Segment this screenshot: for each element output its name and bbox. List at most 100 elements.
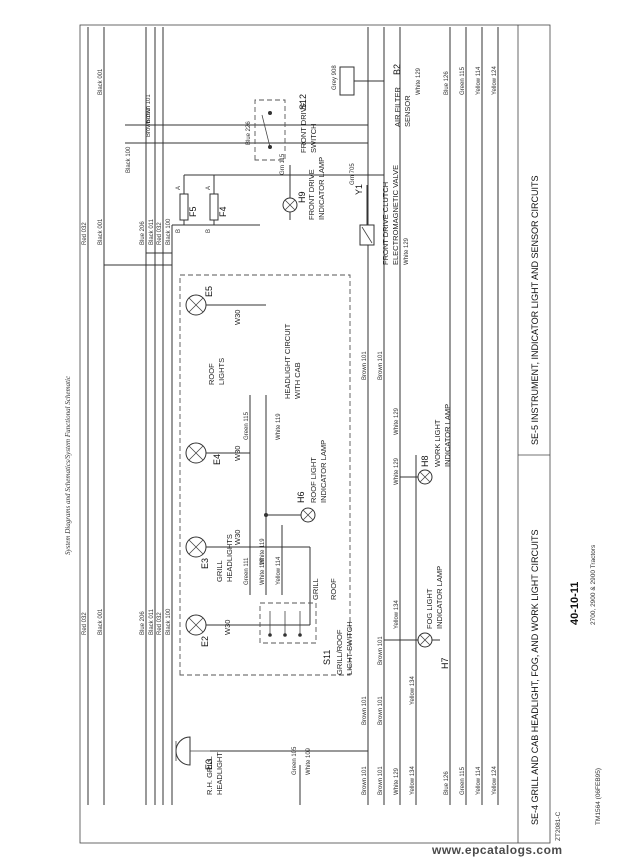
h6-label1: ROOF LIGHT	[309, 457, 318, 503]
wire-blue206-top: Blue 206	[140, 221, 146, 245]
cab-box-label1: HEADLIGHT CIRCUIT	[283, 323, 292, 399]
wire-brown101-c: Brown 101	[362, 351, 368, 380]
h9-label1: FRONT DRIVE	[307, 169, 316, 220]
grill-headlights-e3	[185, 536, 230, 558]
roof-light-e4	[185, 442, 230, 464]
wire-black011-top: Black 011	[149, 218, 155, 245]
roof-lights-label1: ROOF	[207, 363, 216, 385]
grill-headlights-label2: HEADLIGHTS	[225, 534, 234, 582]
s11-code: S11	[322, 650, 332, 665]
s12-label2: SWITCH	[309, 123, 318, 153]
h6-code: H6	[296, 491, 306, 503]
grill-headlights-ground: W30	[233, 530, 242, 545]
wire-yellow114-b: Yellow 114	[476, 66, 482, 95]
s11-label2: LIGHT SWITCH	[345, 621, 354, 675]
h9-label2: INDICATOR LAMP	[317, 157, 326, 220]
wire-brown101-d: Brown 101	[378, 351, 384, 380]
wire-white129-d: White 129	[404, 237, 410, 265]
top-buses	[87, 27, 173, 805]
wire-brown101-g: Brown 101	[362, 696, 368, 725]
fuse-f5-code: F5	[188, 206, 198, 217]
wire-white129-b: White 129	[416, 67, 422, 95]
roof-light-indicator-h6	[266, 507, 316, 523]
headlight-cab-box	[179, 274, 351, 676]
fuse-f5	[179, 193, 189, 221]
front-drive-clutch-valve-y1	[359, 185, 375, 246]
wire-yellow134-b: Yellow 134	[410, 676, 416, 705]
wire-grn115: Grn 115	[280, 153, 286, 175]
y1-code: Y1	[354, 184, 364, 195]
wire-white129-e: White 129	[394, 457, 400, 485]
e3-code: E3	[204, 759, 214, 770]
cab-box-label2: WITH CAB	[293, 362, 302, 399]
wire-grn705: Grn 705	[350, 163, 356, 185]
e2-ground: W30	[223, 620, 232, 635]
wire-yellow134-a: Yellow 134	[410, 766, 416, 795]
wire-brown101-b: Brown 101	[378, 766, 384, 795]
wire-black100-fuse: Black 100	[126, 146, 132, 173]
wire-blue126-b: Blue 126	[444, 71, 450, 95]
fuse-block	[172, 174, 260, 226]
wire-white129-c: White 129	[394, 407, 400, 435]
fuse-a-top: A	[176, 186, 182, 190]
sheet-border	[79, 24, 551, 844]
wire-red032-left2: Red 032	[157, 612, 163, 635]
front-drive-switch-s12	[254, 99, 286, 161]
wire-green115-b: Green 115	[460, 66, 466, 95]
e5-code: E5	[204, 286, 214, 297]
wire-green115-a: Green 115	[460, 766, 466, 795]
h6-label2: INDICATOR LAMP	[319, 440, 328, 503]
wire-brown101-a: Brown 101	[362, 766, 368, 795]
se4-title: SE-4 GRILL AND CAB HEADLIGHT, FOG, AND W…	[530, 529, 540, 825]
lower-buses	[399, 27, 499, 805]
wire-white129-a: White 129	[394, 767, 400, 795]
b2-label2: SENSOR	[403, 95, 412, 127]
e5-ground: W30	[233, 310, 242, 325]
wire-brown101-e: Brown 101	[146, 108, 152, 137]
e4-code: E4	[212, 454, 222, 465]
wire-black011-left: Black 011	[149, 608, 155, 635]
front-drive-indicator-h9	[282, 165, 298, 220]
fuse-f4	[209, 193, 219, 221]
h8-label1: WORK LIGHT	[433, 419, 442, 467]
wire-green105: Green 105	[292, 746, 298, 775]
h7-code: H7	[440, 657, 450, 669]
h9-code: H9	[297, 191, 307, 203]
b2-label1: AIR FILTER	[393, 87, 402, 127]
wire-white119-c: White 119	[260, 538, 266, 565]
wire-black001-top: Black 001	[98, 218, 104, 245]
wire-brown101-i: Brown 101	[378, 636, 384, 665]
h8-code: H8	[420, 455, 430, 467]
figure-id: ZT2081-C	[555, 811, 562, 841]
fuse-f4-code: F4	[218, 206, 228, 217]
wire-yellow114-c: Yellow 114	[276, 556, 282, 585]
h7-label1: FOG LIGHT	[425, 588, 434, 629]
wire-blue126-a: Blue 126	[444, 771, 450, 795]
wire-blue206-left: Blue 206	[140, 611, 146, 635]
air-filter-sensor-b2	[339, 66, 384, 96]
wire-red032-top2: Red 032	[157, 222, 163, 245]
s12-code: S12	[298, 94, 308, 110]
wire-yellow134-c: Yellow 134	[394, 600, 400, 629]
e3-label2: HEADLIGHT	[215, 752, 224, 795]
h8-label2: INDICATOR LAMP	[443, 404, 452, 467]
se5-title: SE-5 INSTRUMENT, INDICATOR LIGHT AND SEN…	[530, 175, 540, 445]
rh-grill-headlight-e3	[175, 736, 368, 805]
y1-label1: FRONT DRIVE CLUTCH	[381, 182, 390, 265]
s11-pos-roof: ROOF	[329, 578, 338, 600]
wire-yellow124-a: Yellow 124	[492, 766, 498, 795]
s12-label1: FRONT DRIVE	[299, 102, 308, 153]
wire-black100-top: Black 100	[166, 218, 172, 245]
manual-id: TM1564 (06FEB95)	[595, 768, 602, 825]
grill-headlights-code: E3	[200, 558, 210, 569]
fuse-b-bottom: B	[206, 229, 212, 233]
models: 2700, 2900 & 2900 Tractors	[590, 544, 597, 625]
website-watermark: www.epcatalogs.com	[432, 843, 563, 857]
wire-grey908: Grey 908	[332, 65, 338, 90]
wire-yellow114-a: Yellow 114	[476, 766, 482, 795]
headlight-e2	[185, 614, 230, 636]
brown-ground-bus	[125, 27, 385, 805]
fog-light-indicator-h7	[384, 632, 440, 648]
